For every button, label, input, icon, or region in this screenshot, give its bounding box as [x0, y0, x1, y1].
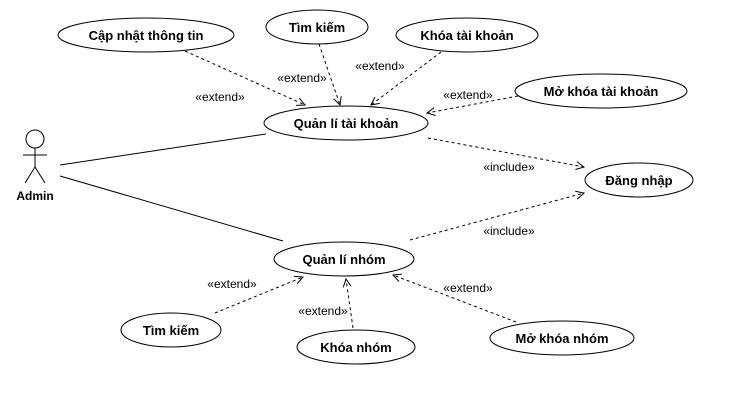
use-case-tim-kiem-tai-khoan[interactable]: Tìm kiếm	[265, 9, 369, 45]
use-case-label: Tìm kiếm	[289, 20, 345, 35]
stereotype-extend-cap-nhat: «extend»	[195, 90, 245, 104]
extend-arrow-cap-nhat	[184, 50, 305, 105]
actor-name: Admin	[16, 189, 53, 203]
stereotype-extend-tim-kiem-tk: «extend»	[277, 71, 327, 85]
actor-admin[interactable]: Admin	[16, 129, 54, 203]
use-case-ellipse	[514, 73, 688, 109]
use-case-ellipse	[395, 17, 539, 53]
use-case-label: Quản lí nhóm	[302, 252, 385, 267]
include-arrow-tk	[427, 137, 584, 167]
use-case-ellipse	[265, 9, 369, 45]
use-case-ellipse	[263, 105, 429, 141]
stereotype-extend-mo-khoa-tk: «extend»	[443, 88, 493, 102]
extend-arrow-khoa-tk	[371, 51, 442, 105]
use-case-quan-li-tai-khoan[interactable]: Quản lí tài khoản	[263, 105, 429, 141]
stereotype-include-tk: «include»	[483, 160, 535, 174]
use-case-cap-nhat-thong-tin[interactable]: Cập nhật thông tin	[57, 17, 235, 53]
use-case-label: Khóa nhóm	[320, 340, 392, 355]
use-case-khoa-tai-khoan[interactable]: Khóa tài khoản	[395, 17, 539, 53]
extend-arrow-tim-kiem-nhom	[214, 277, 303, 314]
use-case-label: Đăng nhập	[605, 173, 672, 188]
use-case-tim-kiem-nhom[interactable]: Tìm kiếm	[120, 312, 222, 348]
use-case-label: Mở khóa tài khoản	[544, 84, 659, 99]
use-case-label: Quản lí tài khoản	[294, 116, 399, 131]
use-case-mo-khoa-nhom[interactable]: Mở khóa nhóm	[489, 320, 635, 356]
extend-arrow-tim-kiem-tk	[318, 43, 340, 105]
use-case-khoa-nhom[interactable]: Khóa nhóm	[296, 329, 416, 365]
use-case-label: Khóa tài khoản	[420, 28, 513, 43]
use-case-mo-khoa-tai-khoan[interactable]: Mở khóa tài khoản	[514, 73, 688, 109]
include-arrow-nhom	[409, 193, 584, 241]
use-case-ellipse	[273, 241, 415, 277]
use-case-label: Tìm kiếm	[143, 323, 199, 338]
actor-head	[25, 129, 45, 149]
use-case-ellipse	[584, 162, 694, 198]
stereotype-extend-khoa-tk: «extend»	[355, 59, 405, 73]
use-case-dang-nhap[interactable]: Đăng nhập	[584, 162, 694, 198]
use-case-ellipse	[120, 312, 222, 348]
actor-right-leg	[34, 166, 46, 184]
use-case-quan-li-nhom[interactable]: Quản lí nhóm	[273, 241, 415, 277]
stereotype-extend-mo-khoa-nhom: «extend»	[443, 281, 493, 295]
extend-arrow-khoa-nhom	[346, 279, 354, 329]
extend-arrow-mo-khoa-nhom	[393, 275, 517, 323]
association-admin-quan-li-nhom	[59, 175, 284, 242]
stereotype-extend-khoa-nhom: «extend»	[298, 304, 348, 318]
use-case-ellipse	[57, 17, 235, 53]
actor-left-leg	[24, 166, 36, 184]
use-case-label: Mở khóa nhóm	[515, 331, 608, 346]
use-case-ellipse	[296, 329, 416, 365]
use-case-label: Cập nhật thông tin	[89, 28, 204, 43]
stereotype-extend-tim-kiem-nhom: «extend»	[207, 277, 257, 291]
use-case-ellipse	[489, 320, 635, 356]
association-admin-quan-li-tai-khoan	[59, 133, 267, 166]
stereotype-include-nhom: «include»	[483, 224, 535, 238]
